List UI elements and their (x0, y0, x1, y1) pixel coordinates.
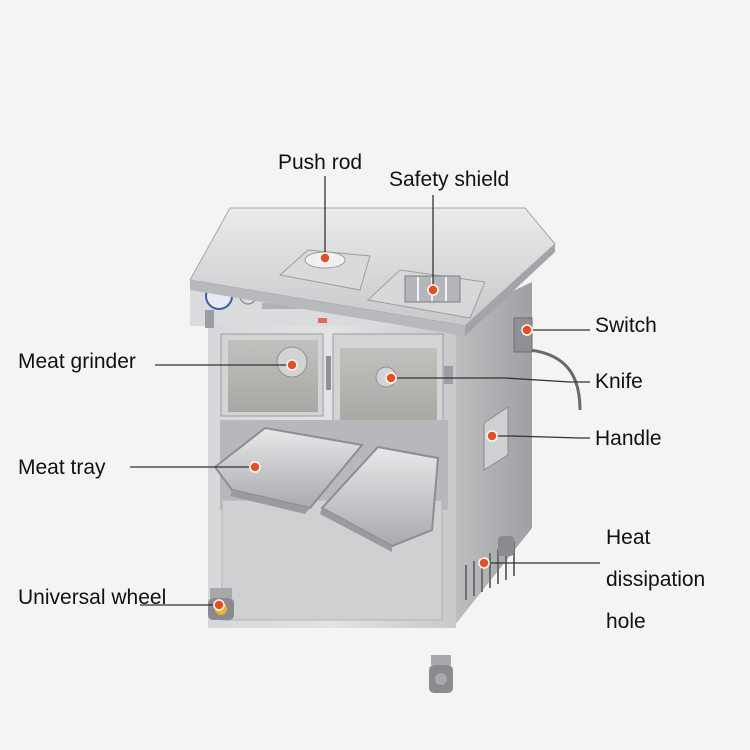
label-universal-wheel: Universal wheel (18, 586, 167, 609)
label-meat-grinder: Meat grinder (18, 350, 136, 373)
caster-right (429, 655, 453, 693)
label-handle: Handle (595, 427, 662, 450)
push-rod-hopper (278, 249, 371, 291)
label-heat-line2: dissipation (606, 568, 706, 591)
marker-safety-shield (427, 284, 439, 296)
leader-lines (130, 176, 600, 606)
label-safety-shield: Safety shield (389, 168, 510, 191)
leader-handle (492, 435, 590, 439)
caster-back (498, 536, 514, 556)
meat-tray-right-rim (320, 508, 392, 552)
marker-handle (486, 430, 498, 442)
meat-tray-left-rim (230, 490, 310, 514)
top-rim (190, 280, 465, 336)
label-switch: Switch (595, 314, 657, 337)
hinge-left (205, 310, 214, 328)
marker-switch (521, 324, 533, 336)
nameplate (262, 303, 307, 309)
marker-meat-tray (249, 461, 261, 473)
marker-heat-hole (478, 557, 490, 569)
meat-tray-left (213, 426, 364, 510)
label-heat-line3: hole (606, 610, 646, 633)
label-heat-line1: Heat (606, 526, 651, 549)
label-knife: Knife (595, 370, 643, 393)
marker-push-rod (319, 252, 331, 264)
top-rim-side (465, 244, 555, 336)
label-push-rod: Push rod (278, 151, 363, 174)
label-meat-tray: Meat tray (18, 456, 106, 479)
indicator-light (318, 318, 327, 323)
power-cable (529, 348, 582, 411)
marker-knife (385, 372, 397, 384)
callout-markers (213, 252, 533, 611)
door-handle (326, 356, 331, 390)
marker-universal-wheel (213, 599, 225, 611)
left-window (228, 340, 318, 412)
hinge-right (444, 366, 453, 384)
leader-knife (391, 377, 590, 383)
marker-meat-grinder (286, 359, 298, 371)
